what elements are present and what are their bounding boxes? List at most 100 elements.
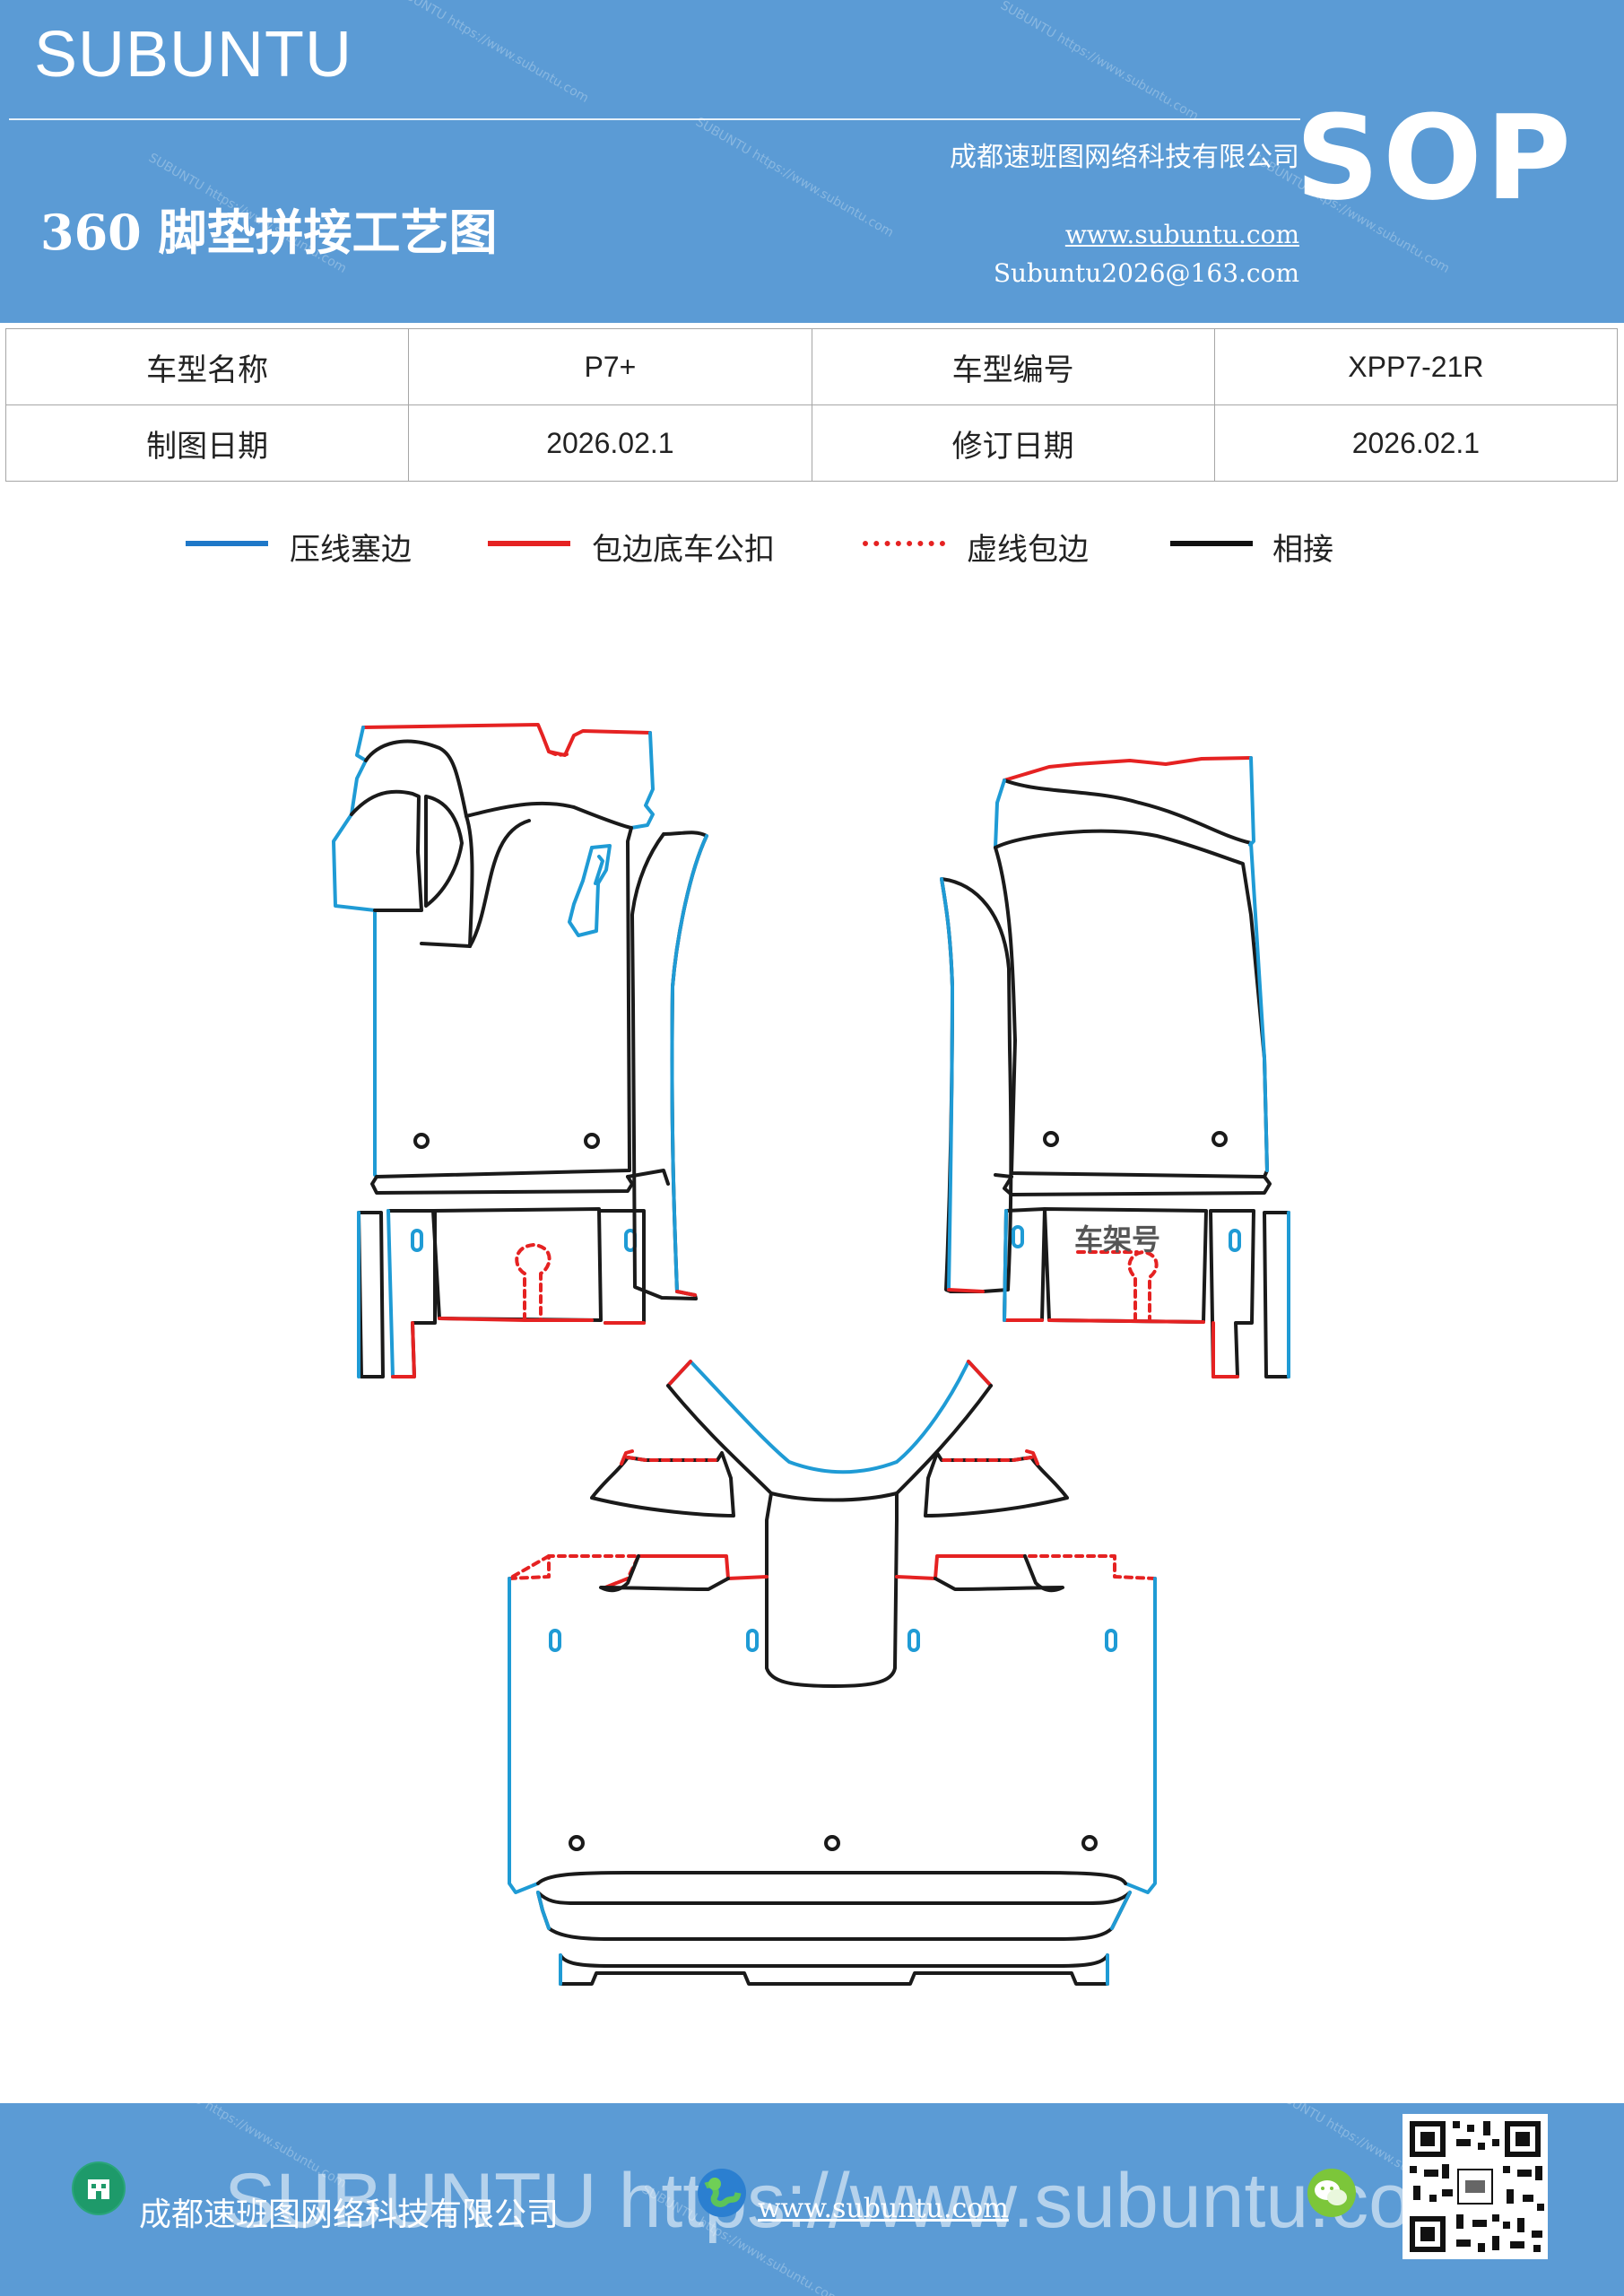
- document-title: 360 脚垫拼接工艺图: [40, 204, 498, 261]
- side-strip: [1263, 1211, 1290, 1378]
- mat-edge-blue: [386, 1209, 395, 1378]
- mat-edge-blue: [940, 877, 954, 1292]
- mat-joint-black: [350, 789, 423, 912]
- mat-edge-red: [1211, 1321, 1239, 1378]
- mat-joint-black: [424, 795, 464, 908]
- mat-edge-red: [620, 1449, 634, 1465]
- mat-joint-black: [666, 1384, 993, 1502]
- model-code-label: 车型编号: [811, 328, 1215, 405]
- mat-edge-red: [947, 1288, 985, 1293]
- page-header: SUBUNTU https://www.subuntu.com SUBUNTU …: [0, 0, 1624, 323]
- website-link[interactable]: www.subuntu.com: [1064, 220, 1299, 249]
- email-address: Subuntu2026@163.com: [993, 258, 1299, 288]
- rear-mat: [508, 1360, 1157, 1986]
- footer-watermark-text: SUBUNTU https://www.subuntu.com: [224, 2158, 1476, 2244]
- threshold-strip: [626, 1169, 670, 1186]
- rear-edge-strip: [559, 1953, 1109, 1986]
- building-icon: [72, 2161, 126, 2215]
- mat-edge-dotted: [1127, 1250, 1159, 1322]
- legend-label: 压线塞边: [290, 532, 412, 568]
- globe-icon: [695, 2166, 749, 2220]
- legend-label: 虚线包边: [967, 532, 1089, 568]
- draw-date-value: 2026.02.1: [408, 404, 812, 482]
- slot-hole: [908, 1629, 920, 1652]
- mat-edge-red: [895, 1554, 1027, 1580]
- header-divider: [9, 118, 1300, 120]
- mat-edge-blue: [630, 731, 655, 830]
- model-code-value: XPP7-21R: [1213, 328, 1619, 405]
- mat-edge-red: [1003, 756, 1253, 782]
- lower-piece: [599, 1209, 646, 1325]
- wechat-icon: [1305, 2166, 1359, 2220]
- snap-hole: [1081, 1835, 1098, 1851]
- page-footer: SUBUNTU https://www.subuntu.com SUBUNTU …: [0, 2103, 1624, 2296]
- watermark: SUBUNTU https://www.subuntu.com: [387, 0, 592, 106]
- model-name-label: 车型名称: [4, 328, 410, 405]
- snap-hole: [824, 1835, 840, 1851]
- mat-edge-blue: [568, 844, 612, 937]
- threshold-strip: [370, 1175, 634, 1195]
- mat-joint-black: [599, 1554, 730, 1593]
- mat-edge-blue: [508, 1577, 540, 1894]
- snap-hole: [1211, 1131, 1228, 1147]
- mat-edge-red: [637, 1554, 769, 1580]
- mat-edge-blue: [666, 1360, 993, 1474]
- mat-joint-black: [934, 1554, 1064, 1593]
- snap-hole: [413, 1133, 430, 1149]
- snap-hole: [584, 1133, 600, 1149]
- slot-hole: [1105, 1629, 1117, 1652]
- qr-code: [1403, 2114, 1548, 2259]
- snap-hole: [1043, 1131, 1059, 1147]
- mat-joint-black: [468, 819, 531, 948]
- tunnel-cutout: [765, 1492, 899, 1688]
- company-name: 成都速班图网络科技有限公司: [950, 142, 1299, 173]
- mat-edge-red: [438, 1317, 594, 1322]
- draw-date-label: 制图日期: [4, 404, 410, 482]
- seat-bracket-piece: [924, 1451, 1069, 1518]
- revision-date-label: 修订日期: [811, 404, 1215, 482]
- model-name-value: P7+: [408, 328, 812, 405]
- mat-edge-dotted: [547, 750, 569, 757]
- mat-edge-dotted: [508, 1554, 551, 1580]
- mat-edge-red: [1025, 1449, 1039, 1465]
- mat-edge-blue: [594, 855, 604, 885]
- slot-hole: [1012, 1225, 1024, 1248]
- mat-edge-blue: [1003, 1209, 1008, 1322]
- sop-badge: SOP: [1295, 90, 1575, 226]
- mat-edge-dotted: [508, 1554, 640, 1589]
- vin-label: 车架号: [1074, 1222, 1160, 1257]
- mat-edge-red: [1047, 1318, 1205, 1324]
- brand-name: SUBUNTU: [34, 19, 353, 91]
- footer-website-link[interactable]: www.subuntu.com: [758, 2193, 1009, 2224]
- legend-label: 包边底车公扣: [592, 532, 775, 568]
- mat-edge-red: [967, 1360, 993, 1387]
- watermark: SUBUNTU https://www.subuntu.com: [997, 0, 1202, 124]
- vehicle-info-table: 车型名称 P7+ 车型编号 XPP7-21R 制图日期 2026.02.1 修订…: [4, 328, 1619, 482]
- mat-outline-black: [994, 846, 1266, 1178]
- mat-edge-dotted: [515, 1243, 551, 1322]
- watermark: SUBUNTU https://www.subuntu.com: [692, 115, 897, 240]
- red-solid-line-swatch: [488, 541, 570, 546]
- mat-edge-blue: [1110, 1891, 1132, 1930]
- mat-joint-black: [420, 814, 474, 948]
- mat-edge-blue: [536, 1891, 551, 1930]
- mat-edge-red: [666, 1360, 692, 1387]
- mat-edge-dotted: [626, 1456, 719, 1462]
- mat-outline-black: [1003, 778, 1253, 845]
- mat-edge-dotted: [1023, 1554, 1157, 1580]
- mat-edge-blue: [1249, 841, 1269, 1172]
- mat-joint-black: [536, 1871, 1127, 1885]
- mat-outline-black: [994, 829, 1269, 1178]
- black-solid-line-swatch: [1170, 541, 1253, 546]
- side-strip: [357, 1211, 385, 1378]
- slot-hole: [746, 1629, 759, 1652]
- table-row: 车型名称 P7+ 车型编号 XPP7-21R: [4, 328, 1619, 405]
- threshold-strip: [1003, 1175, 1272, 1196]
- seat-bracket-piece: [590, 1451, 735, 1518]
- mat-edge-blue: [670, 834, 708, 1293]
- mat-outline-black: [364, 739, 633, 1178]
- front-right-mat: 车架号: [940, 756, 1290, 1378]
- footer-company-name: 成都速班图网络科技有限公司: [139, 2196, 560, 2233]
- snap-hole: [569, 1835, 585, 1851]
- rear-threshold-strip: [536, 1891, 1132, 1941]
